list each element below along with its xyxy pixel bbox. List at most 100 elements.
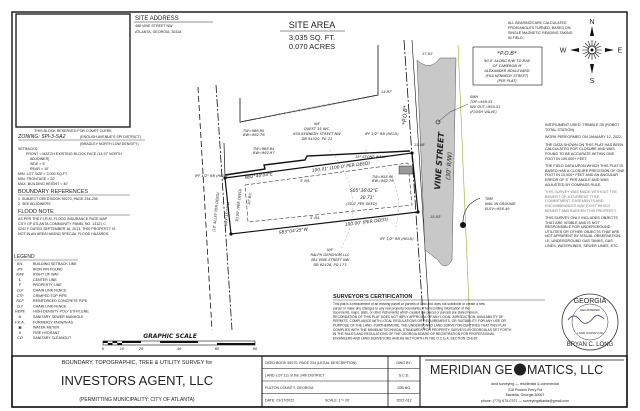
company-address: Marietta, Georgia 30067 — [506, 393, 545, 397]
water-meter-icon — [398, 165, 414, 175]
south-line-distance: 100.00' (PER DEED) — [345, 217, 389, 228]
scale-tick: 60 — [215, 347, 220, 351]
sheet-border — [11, 11, 628, 408]
seal-name: BRYAN C. LONG — [567, 342, 614, 348]
flood-note-line: 0241 F DATED SEPTEMBER 18, 2013, THIS PR… — [18, 227, 116, 231]
setback-label: 5' B/L — [300, 179, 310, 183]
certification-line: COMPLIES WITH THE MINIMUM TECHNICAL STAN… — [333, 328, 512, 332]
site-address-title: SITE ADDRESS — [135, 16, 179, 22]
legend-title: LEGEND — [14, 254, 35, 260]
legend-symbol: HDPE — [15, 310, 26, 314]
legend-symbol: ⊚ — [18, 315, 21, 319]
alley-label: (10' ALLEY PER DEED) — [212, 192, 220, 233]
certification-title: SURVEYOR'S CERTIFICATION — [333, 294, 412, 300]
flood-note-title: FLOOD NOTE — [18, 209, 54, 215]
site-area-title: SITE AREA — [289, 20, 336, 30]
legend-symbol: B/L — [17, 262, 23, 266]
benchmark-note: TBM — [485, 197, 493, 201]
east-line-distance: 30.71' — [360, 195, 374, 201]
pob-line: (FKA KENNEDY STREET) — [486, 74, 530, 78]
legend-symbol: CLF — [17, 289, 25, 293]
plat-drawing: VINE STREET (30' R/W) *P.O.B* N/F QUEST … — [195, 39, 516, 331]
pob-line: OF CAMERON M — [493, 64, 522, 68]
wall-elevation: BW=962.76 — [372, 179, 394, 183]
sewer-manhole-icon — [435, 119, 441, 125]
legend-label: BUILDING SETBACK LINE — [33, 262, 77, 266]
south-adjoiner-line: N/F — [327, 248, 334, 252]
distance-label: 14.97' — [381, 90, 392, 94]
signature — [567, 314, 605, 324]
dwg-by-label: DWG BY: — [396, 361, 411, 365]
setback-label: 5' B/L — [310, 216, 320, 220]
job-number: 2022-012 — [396, 399, 411, 403]
legend-label: SANITARY CLEANOUT — [33, 336, 72, 340]
site-area-sqft: 3,035 SQ. FT. — [289, 33, 335, 42]
scale-tick: 10 — [120, 347, 125, 351]
zoning-line: MAX. BUILDING HEIGHT = 40' — [18, 182, 68, 186]
legend-symbol: RCP — [16, 299, 24, 303]
legend-symbol: CO — [17, 336, 23, 340]
dwg-by: S.C.D. — [399, 374, 410, 378]
municipality: (PERMITTING MUNICIPALITY: CITY OF ATLANT… — [79, 397, 195, 403]
seal-registered: REGISTERED — [580, 308, 600, 312]
county: FULTON COUNTY, GEORGIA — [265, 386, 314, 390]
boundary-reference: 1. SUBJECT DEED BOOK 59270, PAGE 234-235 — [18, 197, 98, 201]
distance-label: 17.91' — [422, 52, 433, 56]
stone-wall-label: 18" STONE WALL — [355, 155, 386, 159]
surveyor-seal: GEORGIA REGISTERED LAND SURVEYOR BRYAN C… — [561, 293, 619, 351]
compass-w: W — [560, 48, 567, 55]
benchmark-note: ELEV=958.49 — [485, 207, 510, 211]
bearings-note: ALL BEARINGS ARE CALCULATED FROM ANGLES … — [508, 21, 573, 40]
north-arrow-compass-icon: N S W E — [560, 19, 623, 85]
job-label: JOB NO. — [397, 386, 411, 390]
survey-date: DATE: 01/17/2022 — [265, 399, 294, 403]
legend-label: RIGHT OF WAY — [33, 273, 59, 277]
east-line-bearing: S05°36'02"E — [350, 188, 378, 194]
legend-symbol: CTP — [17, 294, 25, 298]
zoning-line: REAR = 10' — [30, 167, 49, 171]
pob-line: [PER PLAT] — [497, 79, 517, 83]
legend-label: CENTER LINE — [33, 278, 57, 282]
survey-note: THE FIELD DATA UPON WHICH THIS PLAT IS B… — [545, 164, 625, 187]
zoning-district: (ENGLISH AVENUE'S SPI DISTRICT) — [80, 135, 141, 139]
south-line-bearing: S83°04'25"W — [279, 226, 309, 236]
survey-scale: SCALE: 1"= 20' — [325, 399, 350, 403]
globe-icon — [514, 363, 526, 376]
north-adjoiner-line: 630 KENNEDY STREET NW — [293, 132, 341, 136]
survey-note: THIS SURVEY ONLY INCLUDES OBJECTS THAT A… — [545, 216, 622, 248]
certification-line: ENGINEERS AND LAND SURVEYORS AND AS SET … — [333, 336, 478, 340]
setback-lines — [244, 162, 413, 223]
legend-symbol: ▣ — [18, 326, 21, 330]
bearings-note-line: SINGLE MAGNETIC READING TAKING — [508, 31, 573, 35]
legend-label: SANITARY SEWER MANHOLE — [33, 315, 84, 319]
survey-note: THIS SURVEY WAS MADE WITHOUT THE BENEFIT… — [545, 190, 617, 213]
east-line-deed: (30.0' PER DEED) — [346, 202, 378, 206]
graphic-scale-title: GRAPHIC SCALE — [143, 333, 198, 340]
scale-tick: 40 — [177, 347, 182, 351]
iron-pin-label: IPF 1/2" RB (HELD) — [380, 237, 414, 241]
flood-note: FLOOD NOTE AS PER THE F.I.R.M. FLOOD INS… — [18, 209, 130, 236]
pob-label: *P.O.B* — [402, 105, 409, 125]
wall-elevation: BW=962.76 — [243, 133, 265, 137]
certification-line: This plat is a retracement of an existin… — [333, 302, 486, 306]
wall-elevation: BW=962.97 — [253, 151, 275, 155]
street-name-label: VINE STREET — [433, 131, 446, 190]
surveyors-certification: SURVEYOR'S CERTIFICATION This plat is a … — [333, 294, 545, 340]
legend-label: IRON PIN FOUND — [33, 267, 63, 271]
zoning-notes: ZONING: SPI-3-SA2 (ENGLISH AVENUE'S SPI … — [17, 134, 145, 186]
north-line-bearing: N82°40'04"E — [244, 171, 273, 181]
zoning-line: FRONT = MATCH EXISTING BLOCK FACE (14.97… — [26, 152, 122, 156]
manhole-note: TOP=959.81 — [470, 100, 493, 104]
survey-note: INSTRUMENT USED: TRIMBLE S5 (ROBOT TOTAL… — [545, 123, 620, 132]
zoning-line: SETBACKS: — [18, 147, 38, 151]
legend-label: FIRE HYDRANT — [33, 331, 60, 335]
retaining-wall — [224, 150, 411, 176]
zoning-title: ZONING: SPI-3-SA2 — [17, 134, 66, 140]
north-adjoiner-line: DB 54320, PG 22 — [302, 137, 333, 141]
iron-pin-label: IPF 1/2" RB (HELD) — [365, 132, 399, 136]
survey-note: WORK PERFORMED ON JANUARY 12, 2022. — [545, 135, 623, 140]
compass-s: S — [590, 78, 595, 85]
wall-elevation: TW=958.90 — [372, 175, 394, 179]
wall-elevation: TW=968.64 — [253, 147, 275, 151]
